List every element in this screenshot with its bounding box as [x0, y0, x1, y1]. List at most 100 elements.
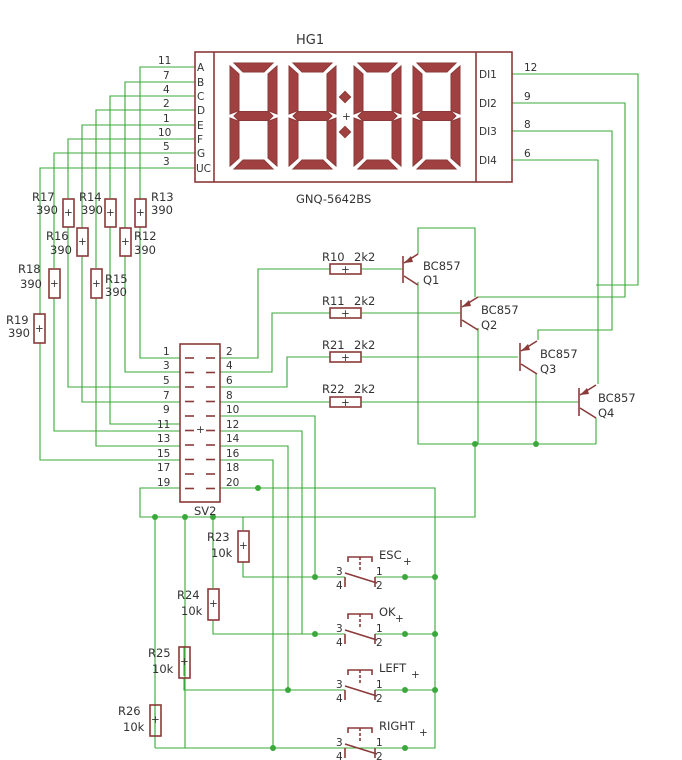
- digit-pin-4: 6: [524, 148, 531, 160]
- svg-text:7: 7: [163, 390, 170, 402]
- svg-text:18: 18: [226, 462, 239, 474]
- svg-text:3: 3: [163, 360, 170, 372]
- digit-3: [353, 62, 402, 170]
- display-origin-cross: +: [342, 111, 351, 123]
- button-pin-2: 2: [376, 693, 383, 705]
- svg-text:2k2: 2k2: [354, 250, 375, 264]
- svg-text:2: 2: [226, 346, 233, 358]
- digit-pin-numbers: 12 9 8 6: [524, 62, 537, 160]
- digit-pin-1: 12: [524, 62, 537, 74]
- svg-text:+: +: [121, 236, 130, 248]
- svg-text:R22: R22: [322, 382, 345, 396]
- svg-text:+: +: [341, 308, 350, 320]
- svg-text:+: +: [209, 598, 218, 610]
- base-resistors: + R10 2k2 + R11 2k2 + R21 2k2 + R22 2k2: [322, 250, 375, 409]
- digit-label-4: DI4: [479, 155, 497, 167]
- digit-labels: DI1 DI2 DI3 DI4: [479, 69, 497, 167]
- resistor-r19: + R19 390: [6, 313, 46, 344]
- button-pin-4: 4: [336, 751, 343, 760]
- resistor-r16: + R16 390: [46, 227, 89, 257]
- seg-pin-f: 10: [158, 127, 171, 139]
- segment-resistors: + R17 390 + R14 390 + R13 390 + R16 390 …: [6, 190, 174, 344]
- junctions: [152, 441, 539, 751]
- segment-letters: A B C D E F G UC: [196, 62, 211, 175]
- svg-text:2k2: 2k2: [354, 338, 375, 352]
- svg-text:R26: R26: [118, 704, 141, 718]
- digit-label-3: DI3: [479, 126, 497, 138]
- button-pin-2: 2: [376, 637, 383, 649]
- svg-text:1: 1: [163, 346, 170, 358]
- svg-text:+: +: [92, 278, 101, 290]
- button-pin-1: 1: [376, 623, 383, 635]
- svg-text:11: 11: [157, 419, 170, 431]
- svg-text:14: 14: [226, 433, 240, 445]
- svg-text:+: +: [239, 540, 248, 552]
- resistor-r12: + R12 390: [119, 227, 157, 257]
- svg-text:+: +: [35, 323, 44, 335]
- svg-text:BC857: BC857: [540, 347, 578, 361]
- svg-text:BC857: BC857: [423, 259, 461, 273]
- button-origin-cross: +: [419, 727, 428, 739]
- resistor-r13: + R13 390: [134, 190, 174, 228]
- digit-2: [288, 62, 337, 170]
- button-label: LEFT: [379, 661, 407, 675]
- svg-text:R14: R14: [79, 190, 102, 204]
- svg-text:8: 8: [226, 390, 233, 402]
- svg-text:+: +: [341, 264, 350, 276]
- svg-text:390: 390: [36, 203, 58, 217]
- svg-text:R11: R11: [322, 294, 345, 308]
- svg-text:390: 390: [8, 326, 30, 340]
- button-pin-1: 1: [376, 566, 383, 578]
- svg-text:Q3: Q3: [540, 362, 556, 376]
- svg-text:17: 17: [157, 462, 170, 474]
- svg-text:13: 13: [157, 433, 170, 445]
- svg-text:20: 20: [226, 477, 239, 489]
- svg-text:R25: R25: [148, 646, 171, 660]
- button-pin-3: 3: [336, 623, 343, 635]
- svg-text:R17: R17: [32, 190, 55, 204]
- button-label: ESC: [379, 548, 402, 562]
- svg-text:+: +: [136, 207, 145, 219]
- resistor-r22: + R22 2k2: [322, 382, 375, 409]
- svg-text:5: 5: [163, 375, 170, 387]
- svg-text:390: 390: [105, 285, 127, 299]
- connector-left-pins: 1 3 5 7 9 11 13 15 17 19: [157, 346, 170, 489]
- seg-letter-b: B: [197, 77, 204, 89]
- seg-pin-b: 7: [163, 70, 170, 82]
- svg-text:+: +: [180, 656, 189, 668]
- button-origin-cross: +: [395, 613, 404, 625]
- transistor-q1: BC857 Q1: [402, 253, 461, 287]
- seg-pin-uc: 3: [163, 156, 170, 168]
- svg-text:+: +: [196, 424, 205, 436]
- seg-pin-a: 11: [158, 55, 171, 67]
- seg-pin-g: 5: [163, 141, 170, 153]
- button-pin-3: 3: [336, 737, 343, 749]
- svg-text:R10: R10: [322, 250, 345, 264]
- display-name: HG1: [296, 33, 324, 48]
- pullup-resistors: + R23 10k + R24 10k + R25 10k + R26 10k: [118, 530, 250, 737]
- resistor-r21: + R21 2k2: [322, 338, 375, 364]
- svg-text:4: 4: [226, 360, 233, 372]
- digit-label-2: DI2: [479, 98, 497, 110]
- seg-letter-f: F: [197, 134, 203, 146]
- resistor-r26: + R26 10k: [118, 704, 162, 737]
- button-pin-2: 2: [376, 580, 383, 592]
- seg-pin-d: 2: [163, 98, 170, 110]
- connector-pin-marks: [185, 357, 215, 490]
- button-label: OK: [379, 605, 396, 619]
- button-pin-4: 4: [336, 580, 343, 592]
- svg-text:10k: 10k: [152, 662, 174, 676]
- svg-text:390: 390: [151, 203, 173, 217]
- connector-name: SV2: [194, 504, 216, 518]
- transistors: BC857 Q1 BC857 Q2 BC857 Q3 BC857 Q4: [402, 253, 636, 420]
- svg-text:Q2: Q2: [481, 318, 497, 332]
- digit-label-1: DI1: [479, 69, 497, 81]
- seg-letter-e: E: [197, 120, 204, 132]
- transistor-q2: BC857 Q2: [460, 296, 519, 332]
- seg-letter-d: D: [197, 105, 205, 117]
- resistor-r17: + R17 390: [32, 190, 75, 228]
